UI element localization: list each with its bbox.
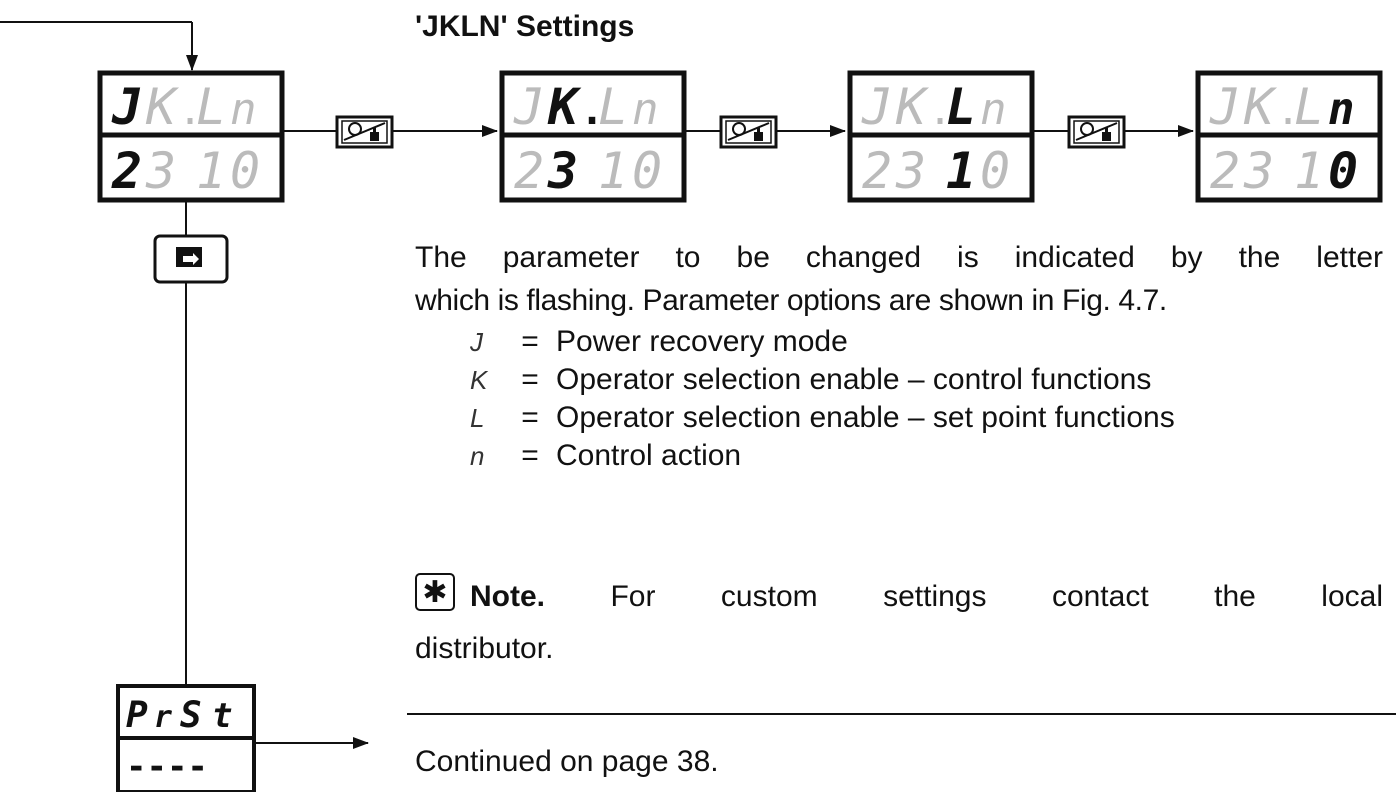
svg-text:1: 1 bbox=[1294, 142, 1324, 200]
svg-text:.: . bbox=[928, 88, 952, 134]
svg-text:K: K bbox=[1243, 78, 1278, 136]
option-symbol: n bbox=[470, 441, 485, 471]
svg-text:n: n bbox=[632, 84, 659, 135]
svg-text:.: . bbox=[1276, 88, 1300, 134]
option-text: Operator selection enable – control func… bbox=[556, 363, 1152, 396]
svg-text:0: 0 bbox=[980, 142, 1010, 200]
svg-text:K: K bbox=[145, 78, 180, 136]
option-symbol: K bbox=[470, 365, 488, 395]
display-next: P r S t ---- bbox=[116, 684, 256, 792]
svg-text:----: ---- bbox=[126, 747, 208, 787]
divider bbox=[407, 713, 1396, 715]
digit-L-active: L bbox=[946, 78, 976, 136]
raise-lower-hand-key-icon[interactable] bbox=[335, 115, 394, 149]
svg-text:3: 3 bbox=[547, 142, 578, 200]
note-continuation: distributor. bbox=[415, 632, 554, 665]
svg-text:L: L bbox=[1294, 78, 1324, 136]
svg-text:2: 2 bbox=[514, 142, 544, 200]
svg-text:J: J bbox=[513, 78, 544, 136]
option-symbol: J bbox=[470, 327, 483, 357]
raise-lower-hand-key-icon[interactable] bbox=[719, 115, 778, 149]
raise-lower-hand-key-icon[interactable] bbox=[1067, 115, 1126, 149]
option-symbol: L bbox=[470, 403, 485, 433]
svg-text:2: 2 bbox=[862, 142, 892, 200]
display-step1: J K . L n 2 3 1 0 bbox=[499, 70, 687, 203]
option-equals: = bbox=[521, 401, 539, 434]
svg-text:P: P bbox=[126, 695, 148, 736]
svg-text:3: 3 bbox=[145, 142, 176, 200]
svg-text:0: 0 bbox=[632, 142, 662, 200]
note-text: For custom settings contact the local bbox=[610, 580, 1383, 613]
digit-K-active: K bbox=[547, 78, 582, 136]
svg-text:n: n bbox=[230, 84, 257, 135]
svg-text:2: 2 bbox=[111, 142, 142, 200]
svg-text:L: L bbox=[196, 78, 226, 136]
display-start: J K . L n 2 3 1 0 bbox=[97, 70, 285, 203]
digit-n-active: n bbox=[1328, 84, 1355, 135]
note: Note. For custom settings contact the lo… bbox=[470, 580, 1383, 614]
svg-text:K: K bbox=[895, 78, 930, 136]
svg-text:.: . bbox=[178, 88, 202, 134]
svg-text:J: J bbox=[861, 78, 892, 136]
option-equals: = bbox=[521, 363, 539, 396]
asterisk-icon: ✱ bbox=[415, 573, 455, 611]
svg-text:3: 3 bbox=[895, 142, 926, 200]
svg-text:r: r bbox=[154, 700, 172, 735]
svg-text:L: L bbox=[598, 78, 628, 136]
display-step3: J K . L n 2 3 1 0 bbox=[1195, 70, 1383, 203]
paragraph-line-1: The parameter to be changed is indicated… bbox=[415, 241, 1383, 274]
svg-text:1: 1 bbox=[598, 142, 628, 200]
option-text: Control action bbox=[556, 439, 742, 472]
option-text: Operator selection enable – set point fu… bbox=[556, 401, 1175, 434]
page-title: 'JKLN' Settings bbox=[415, 10, 635, 43]
display-step2: J K . L n 2 3 1 0 bbox=[847, 70, 1035, 203]
svg-text:.: . bbox=[580, 88, 604, 134]
digit-J-active: J bbox=[111, 78, 142, 136]
option-equals: = bbox=[521, 439, 539, 472]
svg-text:J: J bbox=[1209, 78, 1240, 136]
svg-text:t: t bbox=[212, 696, 232, 736]
paragraph-line-2: which is flashing. Parameter options are… bbox=[415, 284, 1167, 317]
option-n: n = Control action bbox=[470, 438, 741, 474]
option-equals: = bbox=[521, 325, 539, 358]
continued-text: Continued on page 38. bbox=[415, 745, 719, 778]
svg-text:n: n bbox=[980, 84, 1007, 135]
option-J: J = Power recovery mode bbox=[470, 324, 848, 360]
svg-text:1: 1 bbox=[196, 142, 226, 200]
note-label: Note. bbox=[470, 580, 545, 613]
entry-arrow bbox=[0, 21, 198, 71]
svg-text:3: 3 bbox=[1243, 142, 1274, 200]
option-L: L = Operator selection enable – set point … bbox=[470, 400, 1175, 436]
svg-text:1: 1 bbox=[946, 142, 976, 200]
option-K: K = Operator selection enable – control fu… bbox=[470, 362, 1151, 398]
scroll-key-icon[interactable] bbox=[153, 234, 229, 284]
svg-text:2: 2 bbox=[1210, 142, 1240, 200]
option-text: Power recovery mode bbox=[556, 325, 848, 358]
svg-text:0: 0 bbox=[230, 142, 260, 200]
svg-text:0: 0 bbox=[1328, 142, 1358, 200]
svg-text:S: S bbox=[180, 695, 202, 736]
